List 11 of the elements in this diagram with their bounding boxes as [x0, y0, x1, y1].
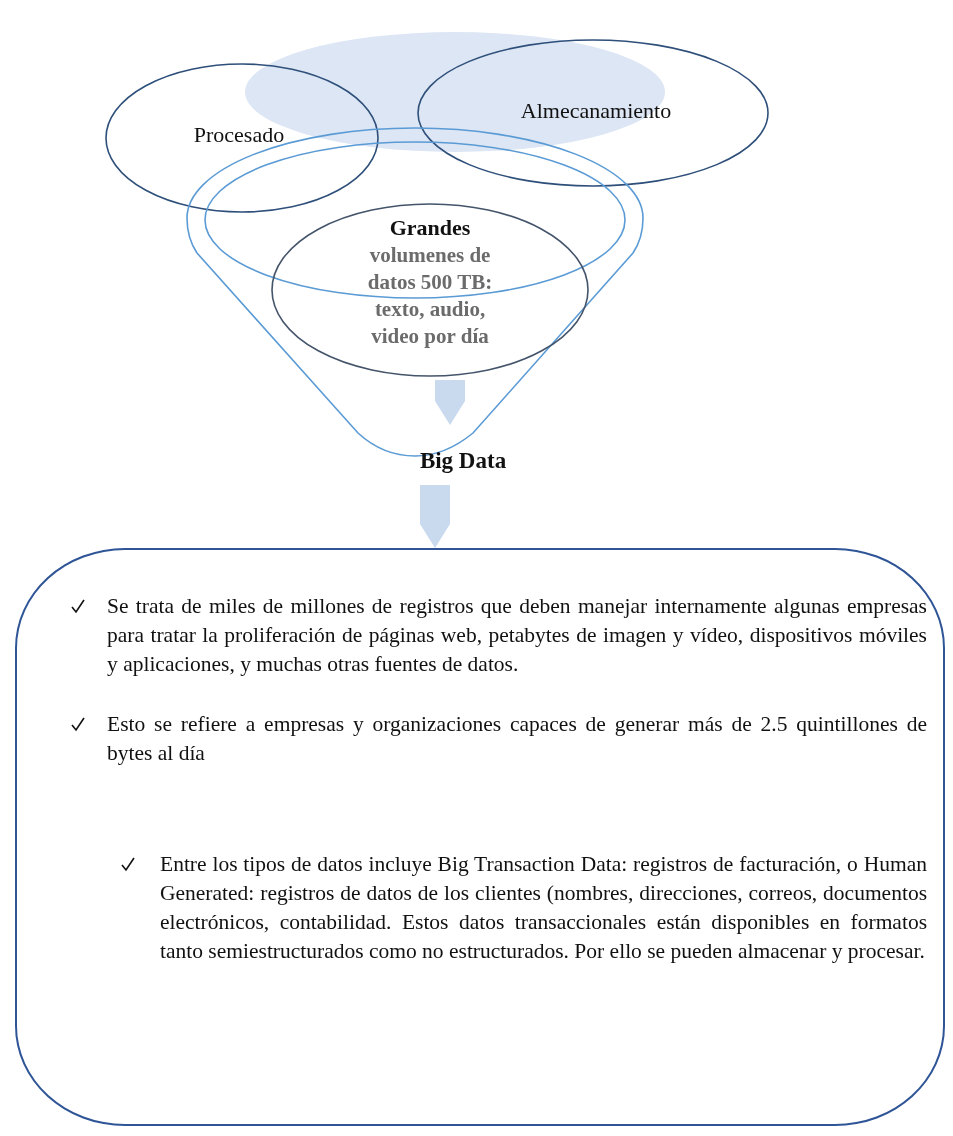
rounded-box [15, 548, 945, 1126]
body-text: volumenes de datos 500 TB: texto, audio, video por día [366, 242, 494, 350]
block-arrow [420, 485, 450, 548]
heading-text: Grandes [388, 214, 472, 242]
node-label: Procesado [192, 122, 286, 148]
bullet-text: Entre los tipos de datos incluye Big Transaction Data: registros de facturación, o Human Generated: registros de datos de los clientes (nombres, direcciones, correos, documentos electrónicos, contabilidad. Estos datos transaccionales están disponibles en formatos tanto semiestructurados como no estructurados. Por ello se pueden almacenar y procesar. [160, 851, 927, 965]
bullet-text: Se trata de miles de millones de registros que deben manejar internamente algunas empresas para tratar la proliferación de páginas web, petabytes de imagen y vídeo, dispositivos móviles y aplicaciones, y muchas otras fuentes de datos. [107, 593, 927, 678]
node-label: Almecanamiento [519, 98, 673, 124]
bullet-text: Esto se refiere a empresas y organizaciones capaces de generar más de 2.5 quintillones de bytes al día [107, 711, 927, 767]
funnel-label: Big Data [418, 448, 508, 474]
block-arrow [435, 380, 465, 425]
